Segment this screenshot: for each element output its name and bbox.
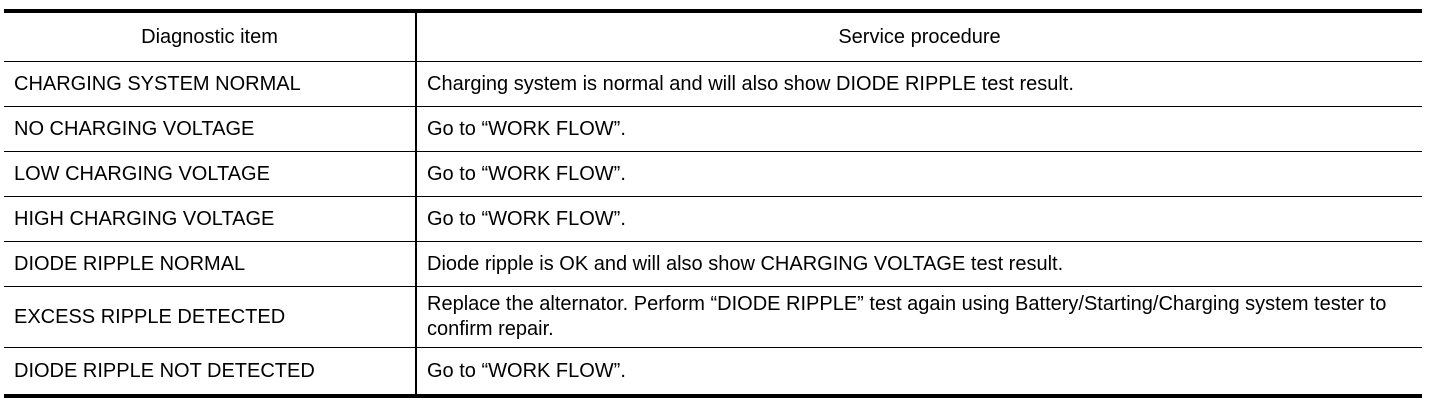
diagnostic-item-cell: DIODE RIPPLE NOT DETECTED: [4, 347, 417, 396]
diagnostic-item-cell: EXCESS RIPPLE DETECTED: [4, 286, 417, 348]
column-header-service-procedure: Service procedure: [416, 11, 1422, 62]
table-row: NO CHARGING VOLTAGE Go to “WORK FLOW”.: [4, 106, 1422, 152]
table-row: LOW CHARGING VOLTAGE Go to “WORK FLOW”.: [4, 151, 1422, 197]
table-row: DIODE RIPPLE NOT DETECTED Go to “WORK FL…: [4, 347, 1422, 396]
service-procedure-cell: Go to “WORK FLOW”.: [416, 151, 1422, 197]
column-header-diagnostic-item: Diagnostic item: [4, 11, 417, 62]
service-procedure-cell: Diode ripple is OK and will also show CH…: [416, 241, 1422, 287]
table-row: EXCESS RIPPLE DETECTED Replace the alter…: [4, 286, 1422, 348]
diagnostic-item-cell: LOW CHARGING VOLTAGE: [4, 151, 417, 197]
diagnostic-item-cell: DIODE RIPPLE NORMAL: [4, 241, 417, 287]
table-header-row: Diagnostic item Service procedure: [4, 11, 1422, 62]
service-procedure-cell: Go to “WORK FLOW”.: [416, 106, 1422, 152]
table-row: CHARGING SYSTEM NORMAL Charging system i…: [4, 61, 1422, 107]
diagnostic-item-cell: NO CHARGING VOLTAGE: [4, 106, 417, 152]
service-procedure-cell: Go to “WORK FLOW”.: [416, 347, 1422, 396]
table-row: HIGH CHARGING VOLTAGE Go to “WORK FLOW”.: [4, 196, 1422, 242]
service-procedure-cell: Charging system is normal and will also …: [416, 61, 1422, 107]
diagnostic-item-cell: CHARGING SYSTEM NORMAL: [4, 61, 417, 107]
table-row: DIODE RIPPLE NORMAL Diode ripple is OK a…: [4, 241, 1422, 287]
diagnostic-table: Diagnostic item Service procedure CHARGI…: [4, 9, 1422, 398]
service-procedure-cell: Replace the alternator. Perform “DIODE R…: [416, 286, 1422, 348]
service-procedure-cell: Go to “WORK FLOW”.: [416, 196, 1422, 242]
diagnostic-item-cell: HIGH CHARGING VOLTAGE: [4, 196, 417, 242]
